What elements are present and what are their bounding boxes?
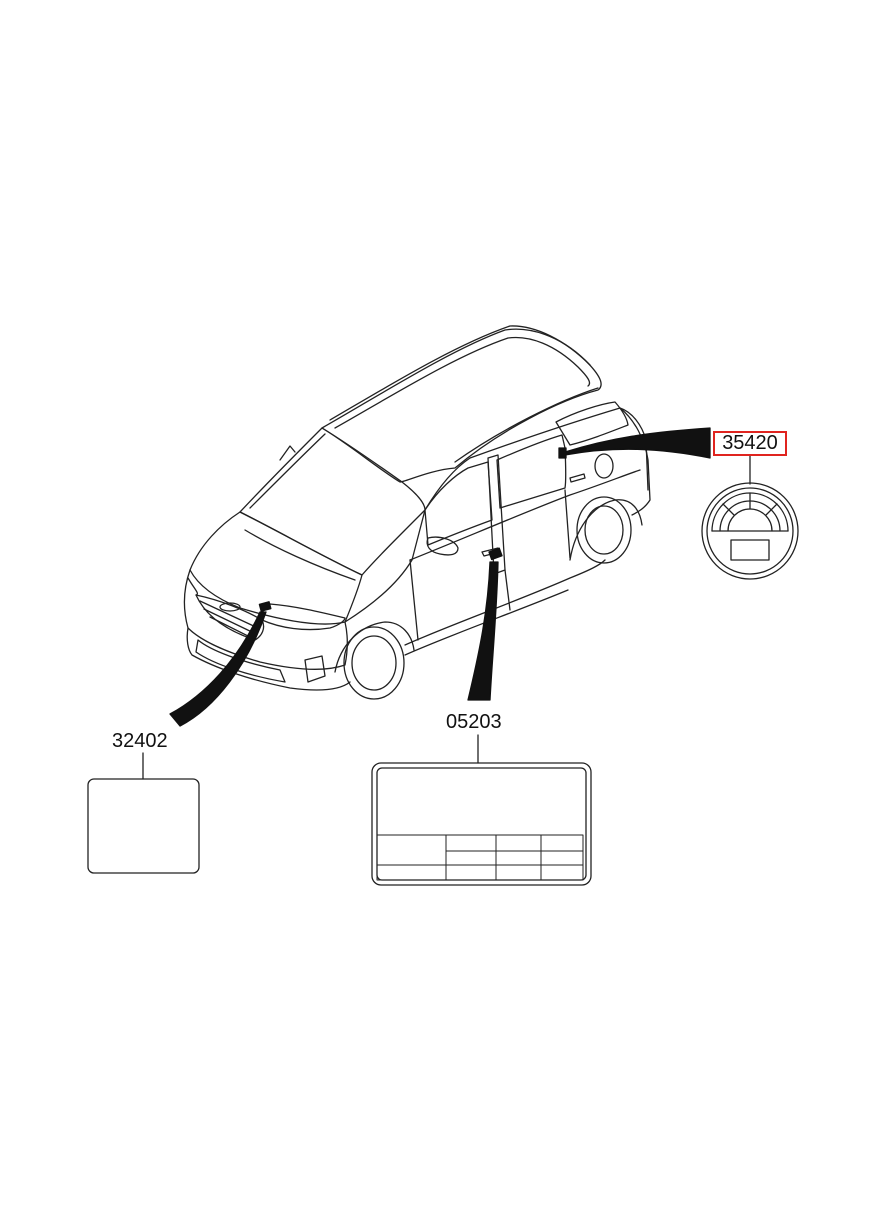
part-number-05203[interactable]: 05203 <box>446 711 502 733</box>
label-05203-sticker <box>371 734 592 886</box>
part-number-35420-highlighted[interactable]: 35420 <box>713 431 787 456</box>
leader-door <box>467 547 503 701</box>
leader-hood <box>169 601 272 727</box>
car-illustration <box>183 325 651 700</box>
part-number-32402[interactable]: 32402 <box>112 730 168 752</box>
label-32402-sticker <box>87 752 200 874</box>
leader-fuel <box>558 427 711 459</box>
tire-pressure-table <box>376 834 584 881</box>
label-35420-sticker <box>701 455 799 580</box>
